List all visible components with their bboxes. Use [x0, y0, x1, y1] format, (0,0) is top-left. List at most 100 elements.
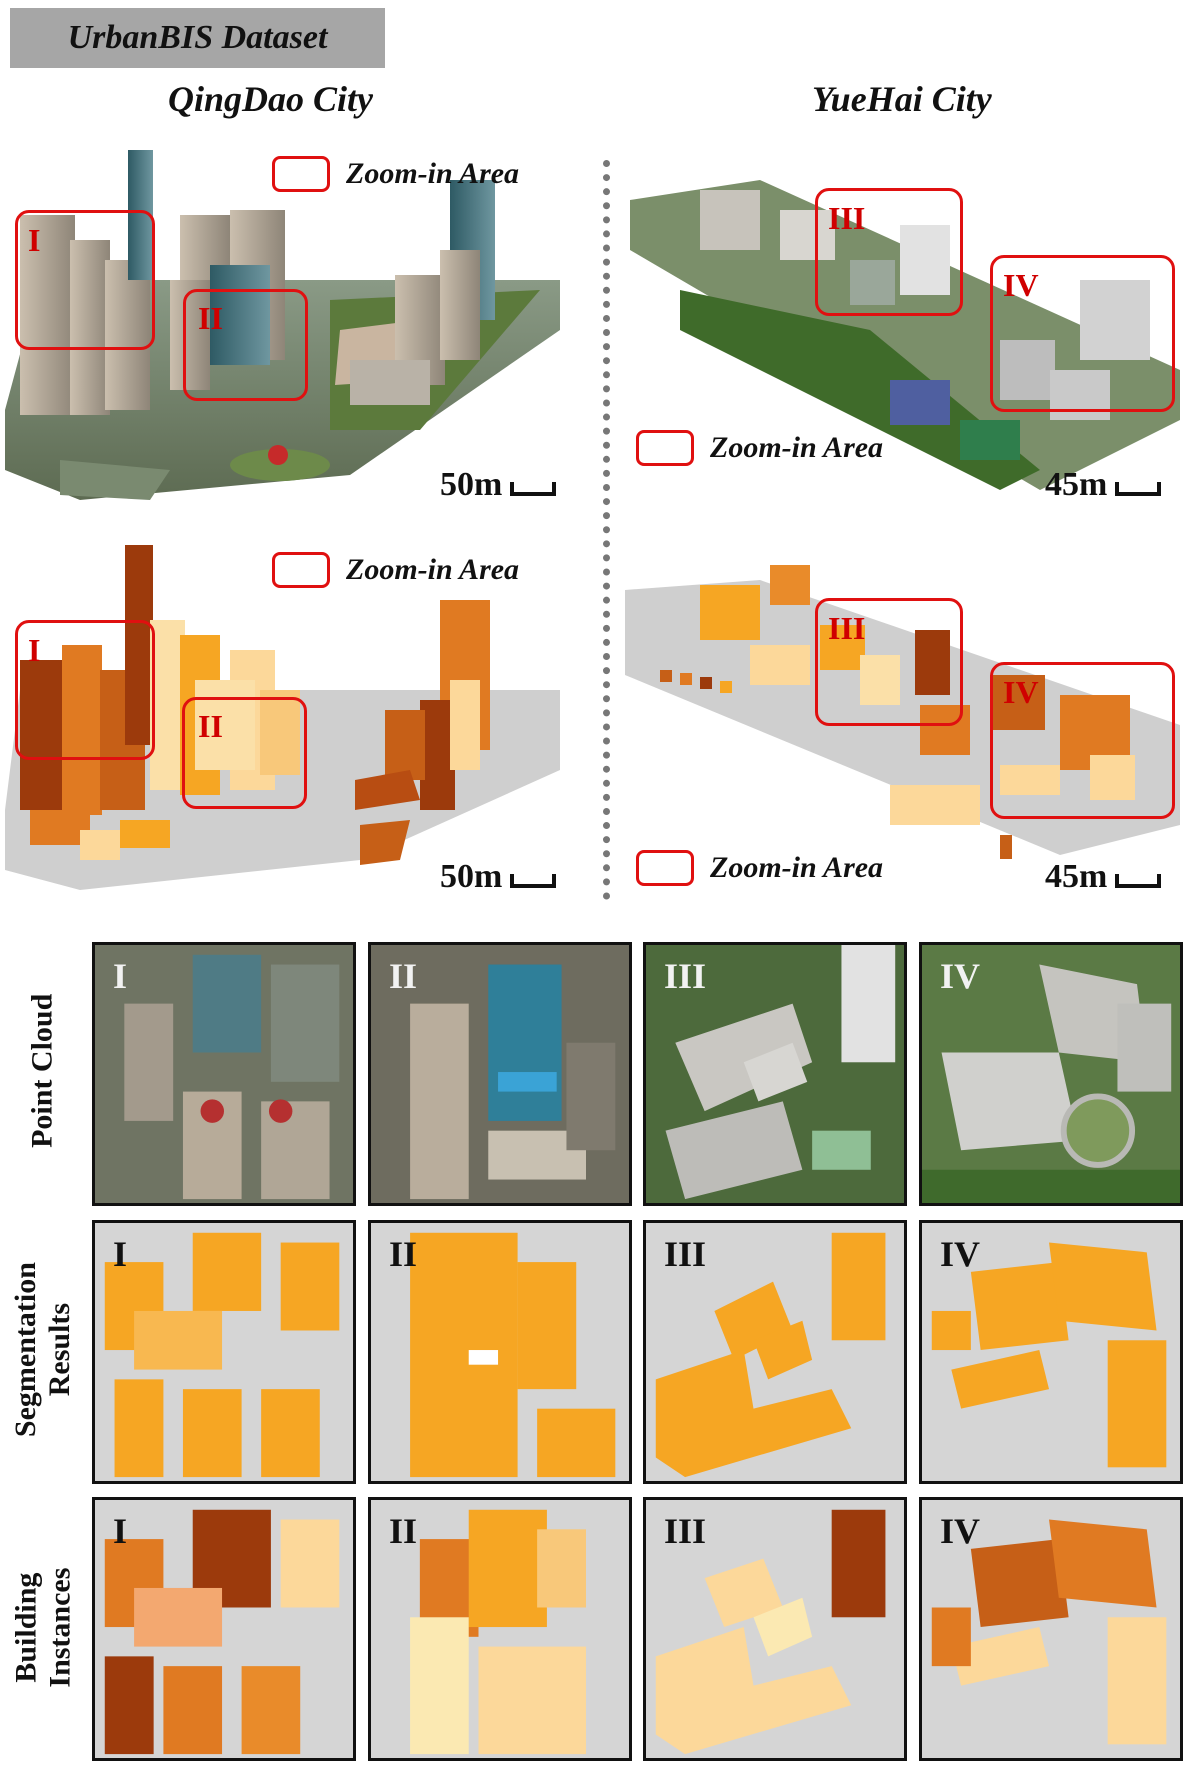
yuehai-instance-scene [620, 555, 1190, 900]
tile-roman-label: I [113, 956, 128, 996]
tile-segmentation-iii: III [643, 1220, 907, 1484]
zoom-legend-text: Zoom-in Area [710, 851, 884, 884]
tile-render [646, 945, 904, 1203]
tile-render [922, 1500, 1180, 1758]
tile-roman-label: III [664, 956, 707, 996]
tile-roman-label: II [389, 1511, 418, 1551]
qingdao-seg-zoom-label-ii: II [198, 708, 223, 744]
tile-segmentation-i: I [92, 1220, 356, 1484]
yuehai-pc-zoom-box-iv [990, 255, 1175, 412]
row-label-instances-cell: Building Instances [0, 1495, 85, 1760]
qingdao-pc-zoom-legend: Zoom-in Area [272, 156, 519, 192]
scale-bar-icon [510, 874, 557, 888]
row-label-segmentation-cell: Segmentation Results [0, 1217, 85, 1482]
yuehai-point-cloud-scene [620, 140, 1190, 510]
yuehai-seg-zoom-label-iii: III [828, 610, 866, 646]
tile-render [922, 945, 1180, 1203]
tile-render [95, 1223, 353, 1481]
tile-point-cloud-iv: IV [919, 942, 1183, 1206]
qingdao-pc-zoom-box-ii [183, 289, 308, 401]
qingdao-pc-scale-bar: 50m [440, 466, 557, 504]
row-label-point-cloud: Point Cloud [26, 993, 60, 1147]
tile-render [922, 1223, 1180, 1481]
dataset-title: UrbanBIS Dataset [67, 19, 328, 56]
row-label-point-cloud-cell: Point Cloud [0, 938, 85, 1203]
scale-value: 45m [1045, 858, 1108, 895]
row-label-line: Results [42, 1302, 76, 1397]
qingdao-instance-render [5, 545, 560, 890]
qingdao-pc-zoom-label-i: I [28, 222, 41, 258]
row-label-line: Segmentation [8, 1262, 42, 1437]
qingdao-seg-scale-bar: 50m [440, 858, 557, 896]
row-label-segmentation: Segmentation Results [9, 1262, 76, 1437]
scale-value: 45m [1045, 466, 1108, 503]
zoom-legend-swatch [636, 850, 694, 886]
tile-point-cloud-iii: III [643, 942, 907, 1206]
city-divider [603, 160, 610, 900]
qingdao-point-cloud-scene [0, 130, 590, 510]
tile-render [646, 1500, 904, 1758]
tile-roman-label: III [664, 1234, 707, 1274]
tile-render [371, 1223, 629, 1481]
tile-instances-iv: IV [919, 1497, 1183, 1761]
qingdao-seg-zoom-box-i [15, 620, 155, 760]
yuehai-seg-zoom-legend: Zoom-in Area [636, 850, 883, 886]
tile-render [371, 1500, 629, 1758]
qingdao-pc-zoom-label-ii: II [198, 300, 223, 336]
zoom-legend-swatch [272, 552, 330, 588]
row-label-line: Point Cloud [25, 993, 59, 1148]
tile-roman-label: I [113, 1234, 128, 1274]
yuehai-pc-scale-bar: 45m [1045, 466, 1162, 504]
tile-render [646, 1223, 904, 1481]
yuehai-point-cloud-render [630, 180, 1180, 490]
scale-value: 50m [440, 858, 503, 895]
zoom-legend-swatch [272, 156, 330, 192]
tile-roman-label: IV [940, 956, 981, 996]
tile-roman-label: IV [940, 1234, 981, 1274]
yuehai-pc-zoom-legend: Zoom-in Area [636, 430, 883, 466]
tile-point-cloud-ii: II [368, 942, 632, 1206]
qingdao-instance-scene [0, 540, 590, 900]
qingdao-point-cloud-render [5, 150, 560, 500]
yuehai-pc-zoom-box-iii [815, 188, 963, 316]
yuehai-instance-render [625, 565, 1180, 859]
qingdao-seg-zoom-label-i: I [28, 632, 41, 668]
tile-roman-label: IV [940, 1511, 981, 1551]
tile-render [95, 1500, 353, 1758]
zoom-legend-text: Zoom-in Area [346, 157, 520, 190]
zoom-legend-swatch [636, 430, 694, 466]
tile-roman-label: II [389, 1234, 418, 1274]
tile-segmentation-ii: II [368, 1220, 632, 1484]
qingdao-seg-zoom-box-ii [182, 697, 307, 809]
yuehai-seg-scale-bar: 45m [1045, 858, 1162, 896]
tile-instances-i: I [92, 1497, 356, 1761]
city-title-qingdao: QingDao City [168, 79, 374, 119]
zoom-legend-text: Zoom-in Area [346, 553, 520, 586]
tile-roman-label: III [664, 1511, 707, 1551]
scale-bar-icon [510, 482, 557, 496]
scale-bar-icon [1115, 874, 1162, 888]
scale-bar-icon [1115, 482, 1162, 496]
tile-point-cloud-i: I [92, 942, 356, 1206]
yuehai-seg-zoom-box-iii [815, 598, 963, 726]
city-title-yuehai: YueHai City [812, 79, 992, 119]
tile-segmentation-iv: IV [919, 1220, 1183, 1484]
yuehai-pc-zoom-label-iv: IV [1003, 267, 1039, 303]
zoom-legend-text: Zoom-in Area [710, 431, 884, 464]
tile-instances-iii: III [643, 1497, 907, 1761]
qingdao-seg-zoom-legend: Zoom-in Area [272, 552, 519, 588]
tile-render [95, 945, 353, 1203]
row-label-line: Building [8, 1572, 42, 1683]
scale-value: 50m [440, 466, 503, 503]
tile-roman-label: II [389, 956, 418, 996]
row-label-line: Instances [42, 1567, 76, 1688]
yuehai-pc-zoom-label-iii: III [828, 200, 866, 236]
qingdao-pc-zoom-box-i [15, 210, 155, 350]
tile-render [371, 945, 629, 1203]
row-label-instances: Building Instances [9, 1567, 76, 1687]
tile-instances-ii: II [368, 1497, 632, 1761]
yuehai-seg-zoom-box-iv [990, 662, 1175, 819]
tile-roman-label: I [113, 1511, 128, 1551]
dataset-title-badge: UrbanBIS Dataset [10, 8, 385, 68]
yuehai-seg-zoom-label-iv: IV [1003, 674, 1039, 710]
